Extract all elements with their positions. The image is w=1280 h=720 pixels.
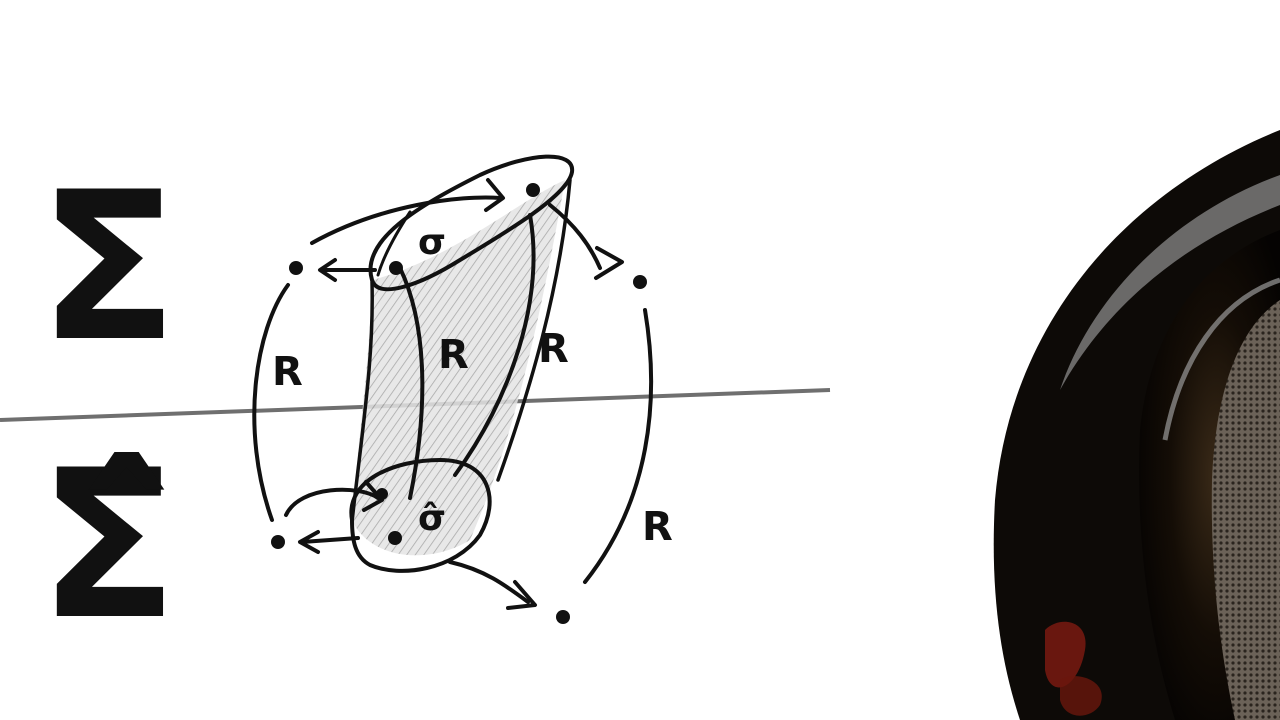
arrowhead-bottom-back: [298, 530, 320, 554]
tube-left-edge: [350, 280, 374, 524]
label-bottom-map: σ̂: [418, 498, 446, 539]
label-sigma-hat: Σ̂: [38, 427, 178, 665]
label-top-map: σ: [418, 222, 446, 263]
top-ellipse-fold: [376, 210, 412, 277]
arrow-top-left-to-right: [310, 195, 502, 245]
outer-relation-left: [252, 283, 290, 522]
arrowhead-bottom-diagonal: [506, 580, 537, 610]
label-relation-left: R: [272, 349, 303, 395]
arrowhead-top-right: [484, 178, 505, 212]
bottom-ellipse: [349, 458, 492, 573]
inner-relation-curve-1: [398, 266, 425, 500]
outer-relation-right: [583, 308, 654, 584]
arrow-bottom-left-to-center: [284, 487, 380, 517]
arrowhead-top-diagonal: [594, 246, 624, 280]
label-sigma-top: Σ: [38, 149, 178, 387]
arrow-bottom-back: [300, 536, 360, 544]
shaded-tube: [352, 180, 565, 556]
label-relation-inner-2: R: [538, 326, 569, 372]
point-bottom-left: [271, 535, 285, 549]
label-relation-inner-1: R: [438, 332, 469, 378]
top-ellipse: [368, 154, 575, 292]
arrow-top-diagonal: [548, 203, 602, 270]
point-top-upper: [526, 183, 540, 197]
inner-relation-curve-2: [453, 213, 536, 477]
point-top-left: [289, 261, 303, 275]
point-top-right: [633, 275, 647, 289]
arrow-bottom-diagonal: [448, 560, 530, 604]
arrowhead-top-back: [318, 258, 337, 282]
tube-right-edge: [496, 178, 572, 482]
point-bottom-right: [556, 610, 570, 624]
point-bottom-upper: [376, 488, 388, 500]
point-bottom-center: [388, 531, 402, 545]
label-relation-right: R: [642, 504, 673, 550]
dark-object-photo: [993, 130, 1280, 720]
point-top-center: [389, 261, 403, 275]
